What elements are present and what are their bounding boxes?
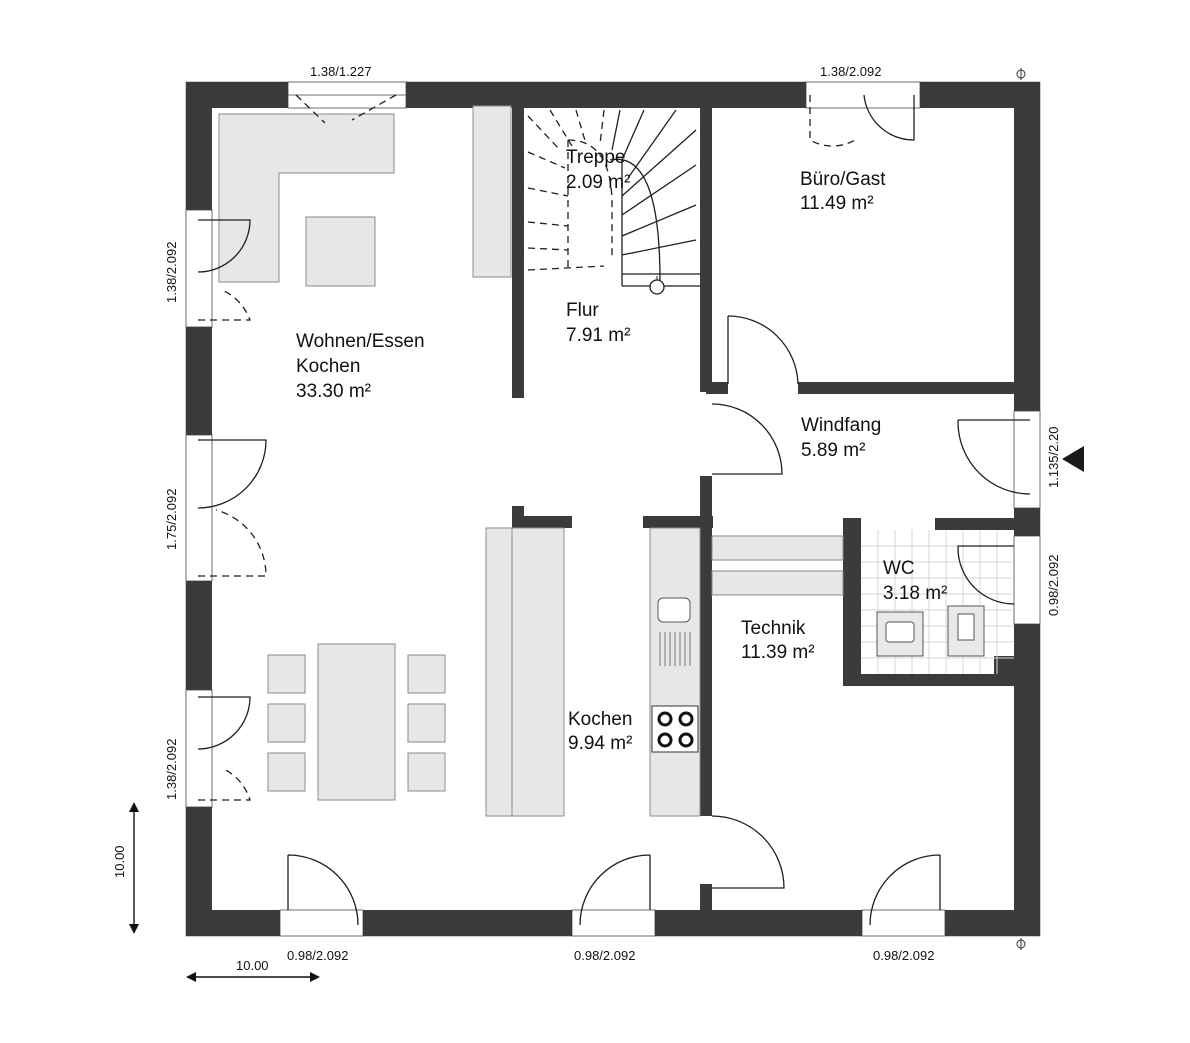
room-flur-label: Flur [566,300,599,321]
window-openings [185,81,1041,937]
opening-top-left-label: 1.38/1.227 [310,64,371,79]
room-technik-label: Technik [741,618,806,639]
opening-bottom-middle-label: 0.98/2.092 [574,948,635,963]
room-windfang-area: 5.89 m² [801,440,865,461]
room-kochen-label: Kochen [568,709,632,730]
living-furniture [218,105,512,801]
opening-bottom-right-label: 0.98/2.092 [873,948,934,963]
room-wohnen-area: 33.30 m² [296,381,371,402]
scale-arrows [129,802,320,982]
room-buero-label: Büro/Gast [800,169,886,190]
room-buero-area: 11.49 m² [800,193,874,214]
scale-horizontal-label: 10.00 [236,958,269,973]
opening-left-lower-label: 1.38/2.092 [164,739,179,800]
opening-left-middle-label: 1.75/2.092 [164,489,179,550]
room-wohnen-label-2: Kochen [296,356,360,377]
entrance-marker-icon [1062,446,1084,472]
opening-left-upper-label: 1.38/2.092 [164,242,179,303]
wc-fixtures [861,530,1014,674]
opening-right-lower-label: 0.98/2.092 [1046,555,1061,616]
room-technik-area: 11.39 m² [741,642,815,663]
room-wohnen-label: Wohnen/Essen [296,331,425,352]
opening-bottom-left-label: 0.98/2.092 [287,948,348,963]
room-wc-area: 3.18 m² [883,583,947,604]
interior-walls [512,106,1016,912]
kitchen-furniture [485,527,701,817]
room-treppe-area: 2.09 m² [566,172,630,193]
scale-vertical-label: 10.00 [112,845,127,878]
staircase [527,109,700,295]
outer-outline [185,81,1041,937]
room-windfang-label: Windfang [801,415,881,436]
room-kochen-area: 9.94 m² [568,733,632,754]
room-flur-area: 7.91 m² [566,325,630,346]
opening-right-upper-label: 1.135/2.20 [1046,427,1061,488]
room-treppe-label: Treppe [566,147,626,168]
door-swings [197,94,1031,926]
technik-shelves [711,535,844,596]
room-wc-label: WC [883,558,915,579]
exterior-walls [186,82,1040,936]
opening-top-right-label: 1.38/2.092 [820,64,881,79]
corner-markers [1016,68,1026,950]
